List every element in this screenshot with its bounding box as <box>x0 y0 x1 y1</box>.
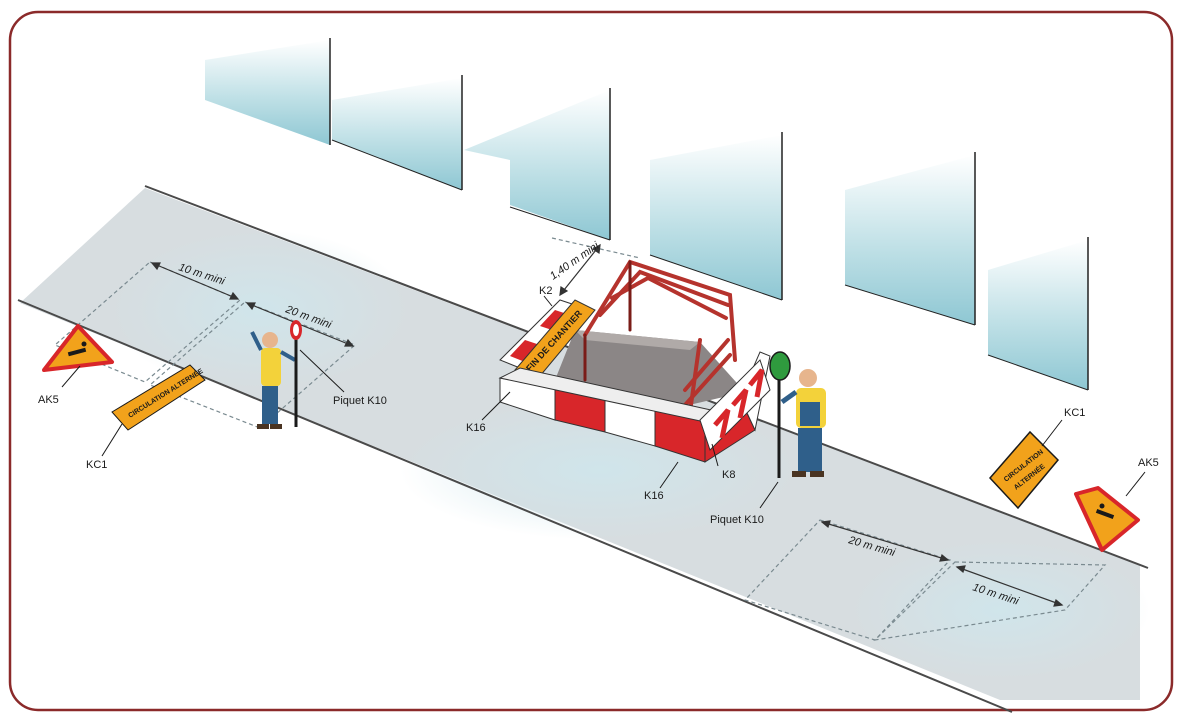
k8-label: K8 <box>722 469 735 481</box>
dimension-arrows <box>150 243 1064 607</box>
ak5-sign-left <box>42 324 114 372</box>
k8-barrier <box>699 359 771 451</box>
building-4 <box>650 135 782 300</box>
k2-label: K2 <box>539 285 552 297</box>
k16-left-label: K16 <box>466 422 486 434</box>
building-2 <box>332 78 462 190</box>
worker-left <box>250 320 302 429</box>
building-6 <box>988 240 1088 390</box>
building-5 <box>845 155 975 325</box>
kc1-right-label: KC1 <box>1064 407 1085 419</box>
building-1 <box>205 40 330 145</box>
kc1-left-label: KC1 <box>86 459 107 471</box>
ak5-sign-right <box>1074 486 1140 552</box>
railing <box>583 259 737 414</box>
piquet-left-label: Piquet K10 <box>333 395 387 407</box>
k16-bottom-label: K16 <box>644 490 664 502</box>
buildings <box>205 38 1089 391</box>
aks-right-label: AK5 <box>1138 457 1159 469</box>
kc1-sign-right: CIRCULATION ALTERNÉE <box>988 430 1060 510</box>
building-3 <box>464 90 610 240</box>
piquet-right-label: Piquet K10 <box>710 514 764 526</box>
worker-right <box>769 351 826 478</box>
aks-left-label: AK5 <box>38 394 59 406</box>
